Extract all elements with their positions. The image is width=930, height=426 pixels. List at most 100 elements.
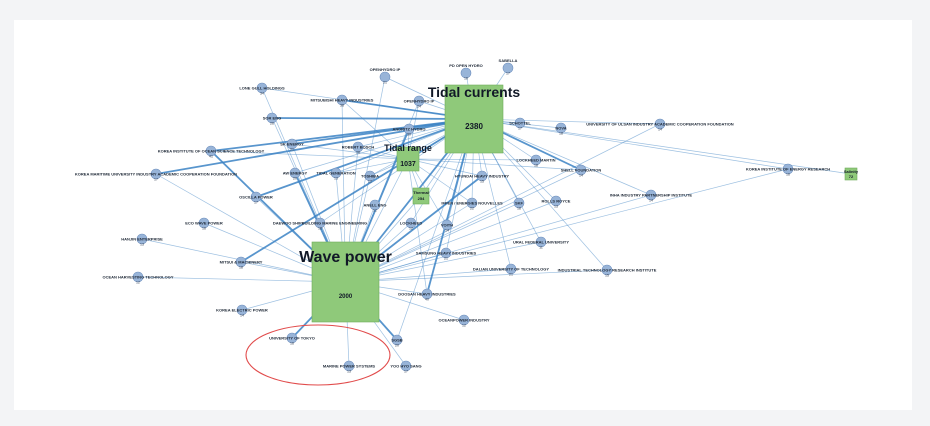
node-label: OPENHYDRO IP xyxy=(404,99,435,104)
node-value: 17 xyxy=(154,178,158,182)
node-circle xyxy=(466,197,478,209)
node-label: IFPEN / ENERGIES NOUVELLES xyxy=(441,201,503,206)
node-label: YOO HYO SANG xyxy=(390,364,421,369)
node-value: 12 xyxy=(409,227,413,231)
node-value: 17 xyxy=(404,370,408,374)
node-label: OCEANPOWER INDUSTRY xyxy=(439,318,490,323)
node-circle xyxy=(314,217,326,229)
node-label: VOITH xyxy=(441,223,453,228)
node-label: NOVA xyxy=(555,126,566,131)
node-circle xyxy=(782,163,794,175)
node-circle xyxy=(530,154,542,166)
hub-value: 1037 xyxy=(400,161,416,168)
node-label: LOCKHEED MARTIN xyxy=(516,158,555,163)
node-circle xyxy=(400,360,412,372)
node-value: 24 xyxy=(417,105,421,109)
node-circle xyxy=(513,197,525,209)
node-label: DALIAN UNIVERSITY OF TECHNOLOGY xyxy=(473,267,549,272)
node-value: 41 xyxy=(209,155,213,159)
node-value: 13 xyxy=(140,243,144,247)
node-label: SAMSUNG HEAVY INDUSTRIES xyxy=(416,251,477,256)
highlight-ellipse xyxy=(245,324,391,386)
node-circle xyxy=(352,141,364,153)
node-value: 14 xyxy=(579,174,583,178)
node-label: AW ENERGY xyxy=(283,171,308,176)
node-label: KOREA MARITIME UNIVERSITY INDUSTRY ACADE… xyxy=(75,172,237,177)
node-value: 28 xyxy=(356,151,360,155)
node-label: MITSUBISHI HEAVY INDUSTRIES xyxy=(311,98,374,103)
node-value: 22 xyxy=(470,207,474,211)
node-label: SHELL FOUNDATION xyxy=(561,168,602,173)
hub-range: Tidal range 1037 xyxy=(384,143,432,172)
edge-n39-wave xyxy=(137,276,346,283)
hub-square xyxy=(844,167,858,181)
node-value: 12 xyxy=(462,324,466,328)
node-label: ANDRITZ HYDRO xyxy=(392,127,425,132)
node-label: DAEWOO SHIPBUILDING MARINE ENGINEERING xyxy=(273,221,367,226)
edge-n23-wave xyxy=(345,194,652,283)
node-circle xyxy=(369,199,381,211)
edge-n21-wave xyxy=(345,169,582,283)
node-value: 12 xyxy=(368,180,372,184)
node-value: 21 xyxy=(383,81,387,85)
node-circle xyxy=(502,62,514,74)
node-value: 13 xyxy=(554,205,558,209)
edge-n45-tidal xyxy=(396,118,475,341)
node-label: OCEAN HARVESTING TECHNOLOGY xyxy=(102,275,173,280)
node-circle xyxy=(535,236,547,248)
node-n9: UNIVERSITY OF ULSAN INDUSTRY ACADEMIC CO… xyxy=(586,118,734,132)
edge-n22-wave xyxy=(345,168,789,283)
node-circle xyxy=(136,233,148,245)
node-circle xyxy=(250,191,262,203)
edge-n13-tidal xyxy=(291,118,475,145)
node-circle xyxy=(440,247,452,259)
edge-n10-tidal xyxy=(271,117,475,120)
node-value: 15 xyxy=(480,180,484,184)
edge-n24-tidal xyxy=(255,118,475,198)
node-value: 18 xyxy=(239,266,243,270)
hub-value: 254 xyxy=(418,196,425,201)
node-label: HANJIN ENTERPRISE xyxy=(121,237,163,242)
node-circle xyxy=(405,217,417,229)
node-circle xyxy=(336,94,348,106)
node-value: 12 xyxy=(373,209,377,213)
node-value: 40 xyxy=(425,298,429,302)
node-circle xyxy=(403,123,415,135)
node-circle xyxy=(150,168,162,180)
edge-n28-wave xyxy=(345,200,557,283)
node-value: 15 xyxy=(605,274,609,278)
node-n38: INDUSTRIAL TECHNOLOGY RESEARCH INSTITUTE… xyxy=(558,264,657,278)
node-value: 26 xyxy=(270,122,274,126)
node-value: 34 xyxy=(260,92,264,96)
hub-label: Tidal range xyxy=(384,143,432,153)
node-circle xyxy=(460,67,472,79)
node-value: 16 xyxy=(786,173,790,177)
node-value: 14 xyxy=(649,199,653,203)
edge-n22-tidal xyxy=(473,118,789,170)
node-label: LOCKHEED xyxy=(400,221,423,226)
node-circle xyxy=(458,314,470,326)
node-circle xyxy=(379,71,391,83)
node-label: SK ENERGY xyxy=(280,142,304,147)
edge-n18-range xyxy=(335,158,409,174)
node-label: MARINE POWER SYSTEMS xyxy=(323,364,376,369)
node-label: MITSUI & MACHINERY xyxy=(220,260,263,265)
node-value: 16 xyxy=(464,77,468,81)
node-label: KOREA INSTITUTE OF OCEAN SCIENCE TECHNOL… xyxy=(158,149,265,154)
node-n12: KOREA INSTITUTE OF OCEAN SCIENCE TECHNOL… xyxy=(158,145,265,159)
